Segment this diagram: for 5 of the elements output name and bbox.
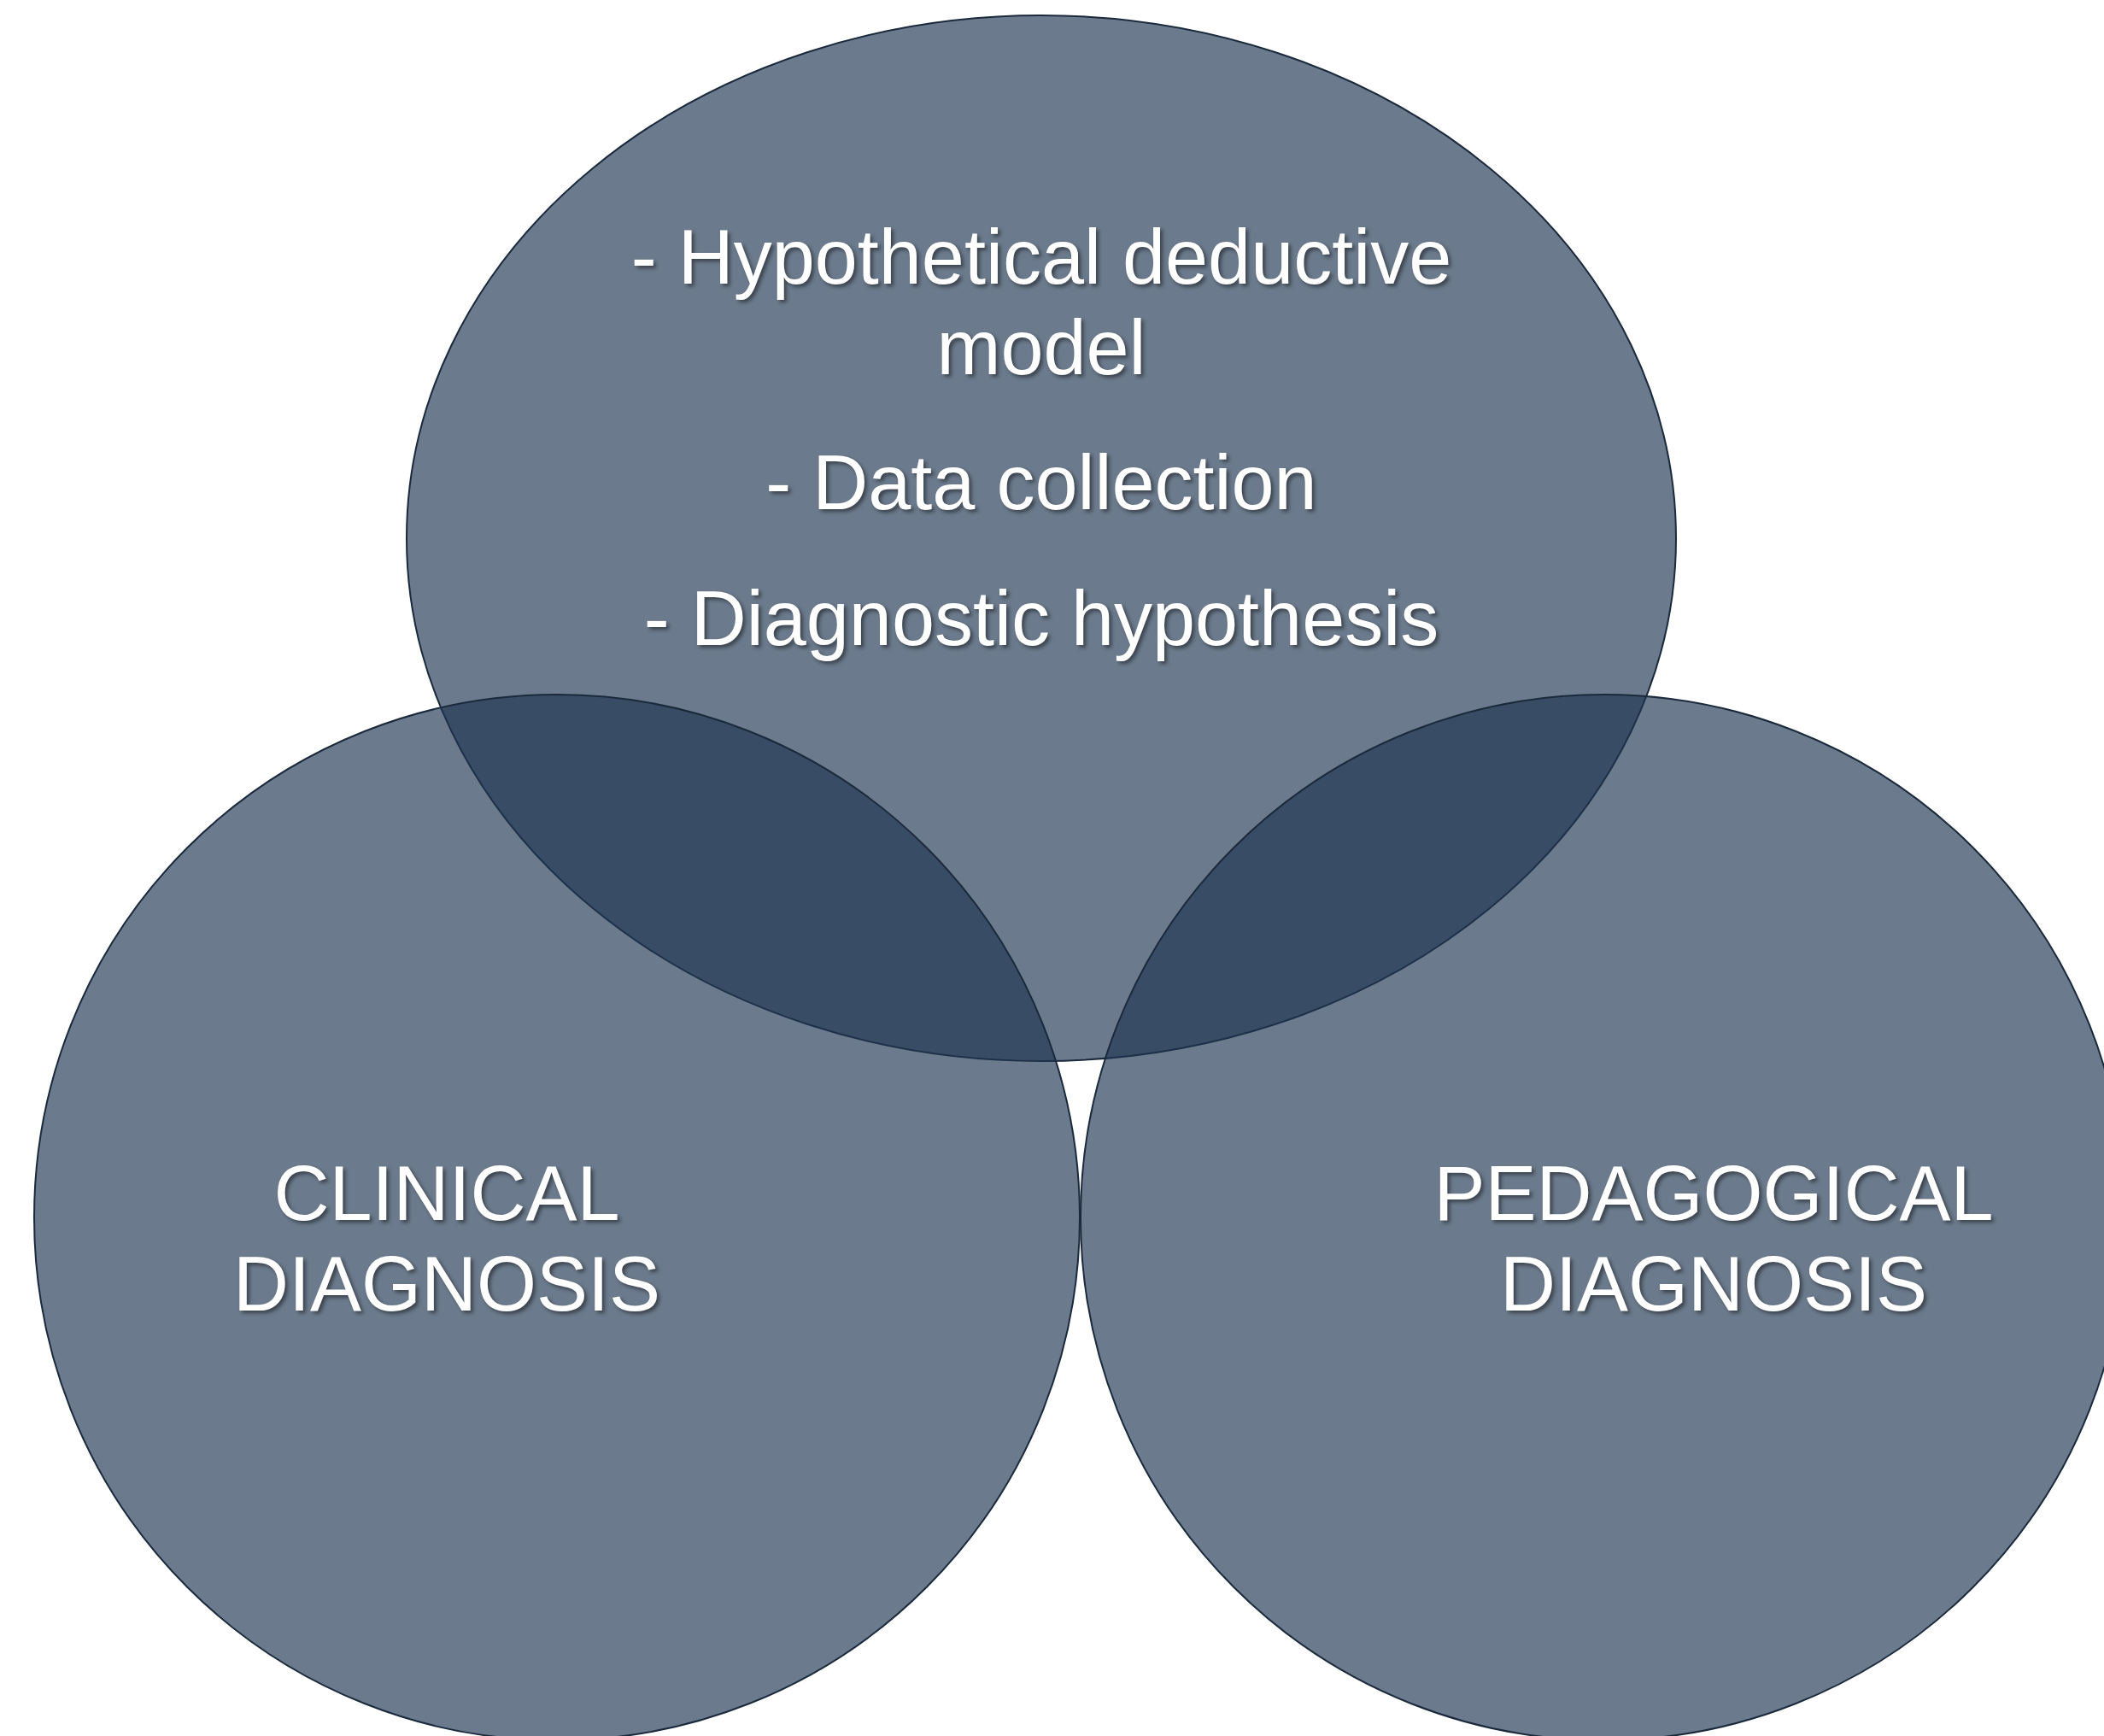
ellipse-label: - Diagnostic hypothesis: [643, 574, 1439, 663]
ellipse-label: - Hypothetical deductive model: [630, 214, 1453, 393]
ellipse-label: CLINICAL DIAGNOSIS: [231, 1150, 662, 1329]
ellipse-label: - Data collection: [765, 439, 1317, 528]
ellipse-label: PEDAGOGICAL DIAGNOSIS: [1433, 1150, 1995, 1329]
